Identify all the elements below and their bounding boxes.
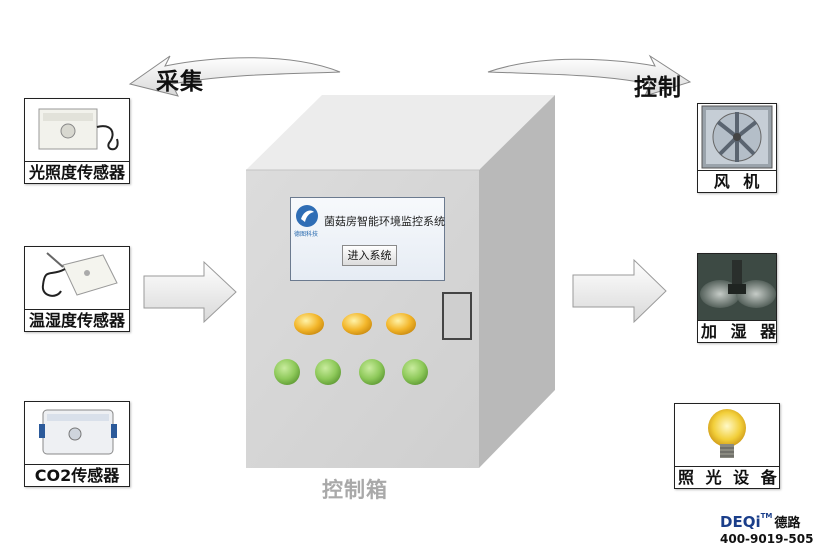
control-label: 控制 xyxy=(634,75,682,101)
control-button[interactable] xyxy=(402,359,428,385)
fan-icon xyxy=(698,104,776,170)
control-cabinet xyxy=(246,95,555,468)
light-sensor-icon xyxy=(25,99,129,161)
co2-sensor-card: CO2传感器 xyxy=(24,401,130,487)
company-logo-icon xyxy=(296,205,318,227)
system-title: 菌菇房智能环境监控系统 xyxy=(324,215,445,228)
humidifier-icon xyxy=(698,254,776,320)
co2-sensor-label: CO2传感器 xyxy=(25,464,129,486)
light-bulb-icon xyxy=(675,404,779,466)
indicator-lights xyxy=(294,313,416,335)
humidity-sensor-label: 温湿度传感器 xyxy=(25,309,129,331)
humidifier-card: 加 湿 器 xyxy=(697,253,777,343)
humidifier-label: 加 湿 器 xyxy=(698,320,776,342)
humidity-sensor-card: 温湿度传感器 xyxy=(24,246,130,332)
brand-phone: 400-9019-505 xyxy=(720,532,814,546)
co2-sensor-icon xyxy=(25,402,129,464)
indicator-light xyxy=(342,313,372,335)
brand-trademark: TM xyxy=(760,512,773,520)
control-button[interactable] xyxy=(315,359,341,385)
input-arrow xyxy=(143,260,237,324)
control-buttons xyxy=(274,359,428,385)
humidity-sensor-icon xyxy=(25,247,129,309)
collect-label: 采集 xyxy=(156,69,204,95)
light-sensor-card: 光照度传感器 xyxy=(24,98,130,184)
cabinet-label: 控制箱 xyxy=(322,478,388,502)
output-arrow xyxy=(572,258,667,324)
brand-logo-text: DEQi xyxy=(720,513,761,531)
control-button[interactable] xyxy=(274,359,300,385)
company-logo-text: 德图科技 xyxy=(294,231,319,238)
control-screen: 德图科技 菌菇房智能环境监控系统 进入系统 xyxy=(290,197,445,281)
control-button[interactable] xyxy=(359,359,385,385)
brand-name: 德路 xyxy=(774,516,801,531)
cabinet-slot xyxy=(442,292,472,340)
control-curved-arrow xyxy=(487,54,692,97)
indicator-light xyxy=(294,313,324,335)
fan-label: 风 机 xyxy=(698,170,776,192)
fan-card: 风 机 xyxy=(697,103,777,193)
lighting-card: 照 光 设 备 xyxy=(674,403,780,489)
enter-system-button[interactable]: 进入系统 xyxy=(342,245,397,266)
indicator-light xyxy=(386,313,416,335)
lighting-label: 照 光 设 备 xyxy=(675,466,779,488)
light-sensor-label: 光照度传感器 xyxy=(25,161,129,183)
collect-curved-arrow xyxy=(128,55,341,97)
